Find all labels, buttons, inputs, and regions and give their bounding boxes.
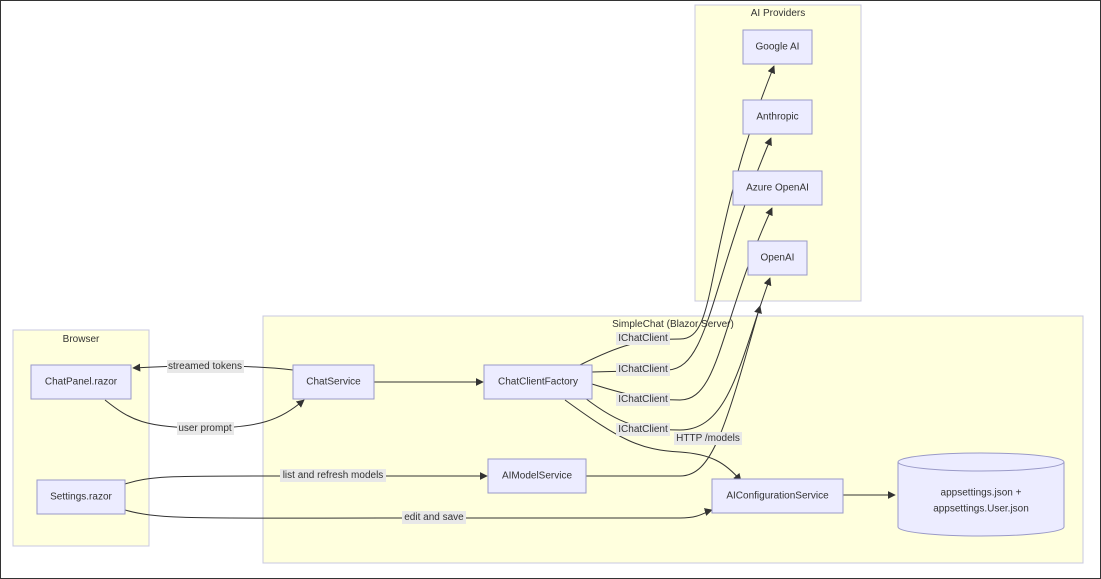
node-settings-razor: Settings.razor: [36, 479, 126, 515]
node-label-aimodelservice: AIModelService: [502, 471, 572, 482]
edge-factory-config: [564, 399, 742, 482]
node-label-appsettings-line2: appsettings.User.json: [933, 504, 1029, 515]
label-ichatclient-1: IChatClient: [618, 333, 668, 344]
node-appsettings-database: appsettings.json + appsettings.User.json: [897, 452, 1065, 537]
edge-settings-config: [124, 508, 713, 519]
node-label-chatservice: ChatService: [306, 377, 361, 388]
edge-settings-modelservice: [124, 472, 488, 485]
node-label-anthropic: Anthropic: [756, 112, 798, 123]
node-anthropic: Anthropic: [742, 99, 813, 135]
node-openai: OpenAI: [747, 240, 808, 276]
node-label-azure-openai: Azure OpenAI: [746, 183, 809, 194]
node-azure-openai: Azure OpenAI: [732, 170, 823, 206]
label-streamed-tokens: streamed tokens: [168, 361, 242, 372]
label-ichatclient-2: IChatClient: [618, 364, 668, 375]
cluster-title-browser: Browser: [63, 334, 100, 345]
node-label-openai: OpenAI: [761, 253, 795, 264]
node-chatclientfactory: ChatClientFactory: [483, 364, 593, 400]
label-edit-and-save: edit and save: [404, 512, 464, 523]
edge-labels: streamed tokens user prompt IChatClient …: [167, 332, 742, 524]
node-label-settings: Settings.razor: [50, 492, 112, 503]
label-http-models: HTTP /models: [676, 433, 740, 444]
node-label-chatclientfactory: ChatClientFactory: [498, 377, 578, 388]
label-list-refresh-models: list and refresh models: [283, 470, 384, 481]
node-label-chatpanel: ChatPanel.razor: [45, 377, 118, 388]
label-ichatclient-4: IChatClient: [618, 424, 668, 435]
node-aiconfigurationservice: AIConfigurationService: [711, 478, 844, 514]
node-aimodelservice: AIModelService: [487, 458, 587, 494]
node-label-aiconfigurationservice: AIConfigurationService: [726, 491, 829, 502]
node-label-appsettings-line1: appsettings.json +: [941, 488, 1022, 499]
edge-ichat-openai: [584, 277, 772, 431]
cluster-title-providers: AI Providers: [751, 8, 805, 19]
node-google-ai: Google AI: [742, 29, 813, 65]
label-ichatclient-3: IChatClient: [618, 394, 668, 405]
label-user-prompt: user prompt: [178, 423, 232, 434]
cluster-title-simplechat: SimpleChat (Blazor Server): [612, 319, 734, 330]
node-label-google-ai: Google AI: [756, 42, 800, 53]
node-chatservice: ChatService: [292, 364, 375, 400]
node-chatpanel-razor: ChatPanel.razor: [30, 364, 132, 400]
